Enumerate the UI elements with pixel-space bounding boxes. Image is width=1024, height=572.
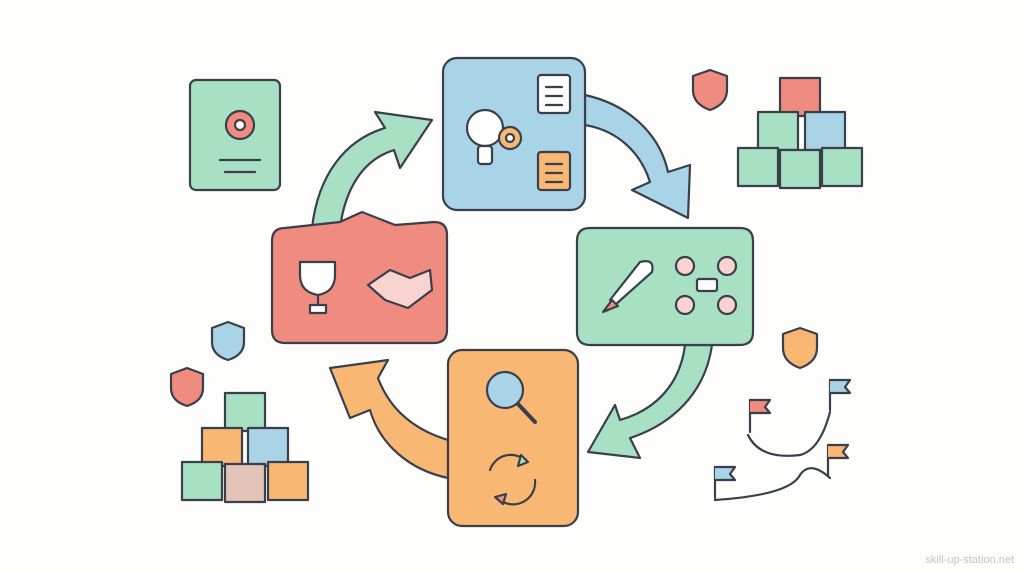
- watermark: skill-up-station.net: [925, 554, 1014, 566]
- arrow-launch-to-analysis: [586, 343, 714, 460]
- magnifier-chart-icon: [485, 370, 537, 424]
- checklist-icon: [536, 73, 572, 115]
- clipboard-icon: [536, 150, 572, 192]
- gear-book-icon: [188, 78, 282, 192]
- cubes-pyramid-icon: [736, 76, 864, 190]
- stage-box-analysis: [446, 348, 580, 528]
- team-network-icon: [674, 255, 738, 316]
- handshake-icon: [366, 268, 434, 310]
- cubes-pyramid-icon: [180, 391, 310, 504]
- arrow-achievement-to-ideation: [310, 110, 434, 230]
- shield-check-icon: [691, 68, 729, 112]
- shield-check-icon: [781, 326, 819, 370]
- milestone-path-icon: [713, 378, 852, 502]
- arrow-analysis-to-achievement: [328, 358, 450, 480]
- trophy-icon: [298, 260, 337, 315]
- shield-check-icon: [210, 320, 246, 362]
- shield-check-icon: [169, 366, 205, 408]
- lightbulb-gear-icon: [465, 108, 523, 166]
- arrow-ideation-to-launch: [583, 93, 692, 220]
- refresh-cycle-icon: [488, 453, 537, 506]
- rocket-icon: [601, 260, 654, 314]
- stage-box-launch: [575, 226, 755, 347]
